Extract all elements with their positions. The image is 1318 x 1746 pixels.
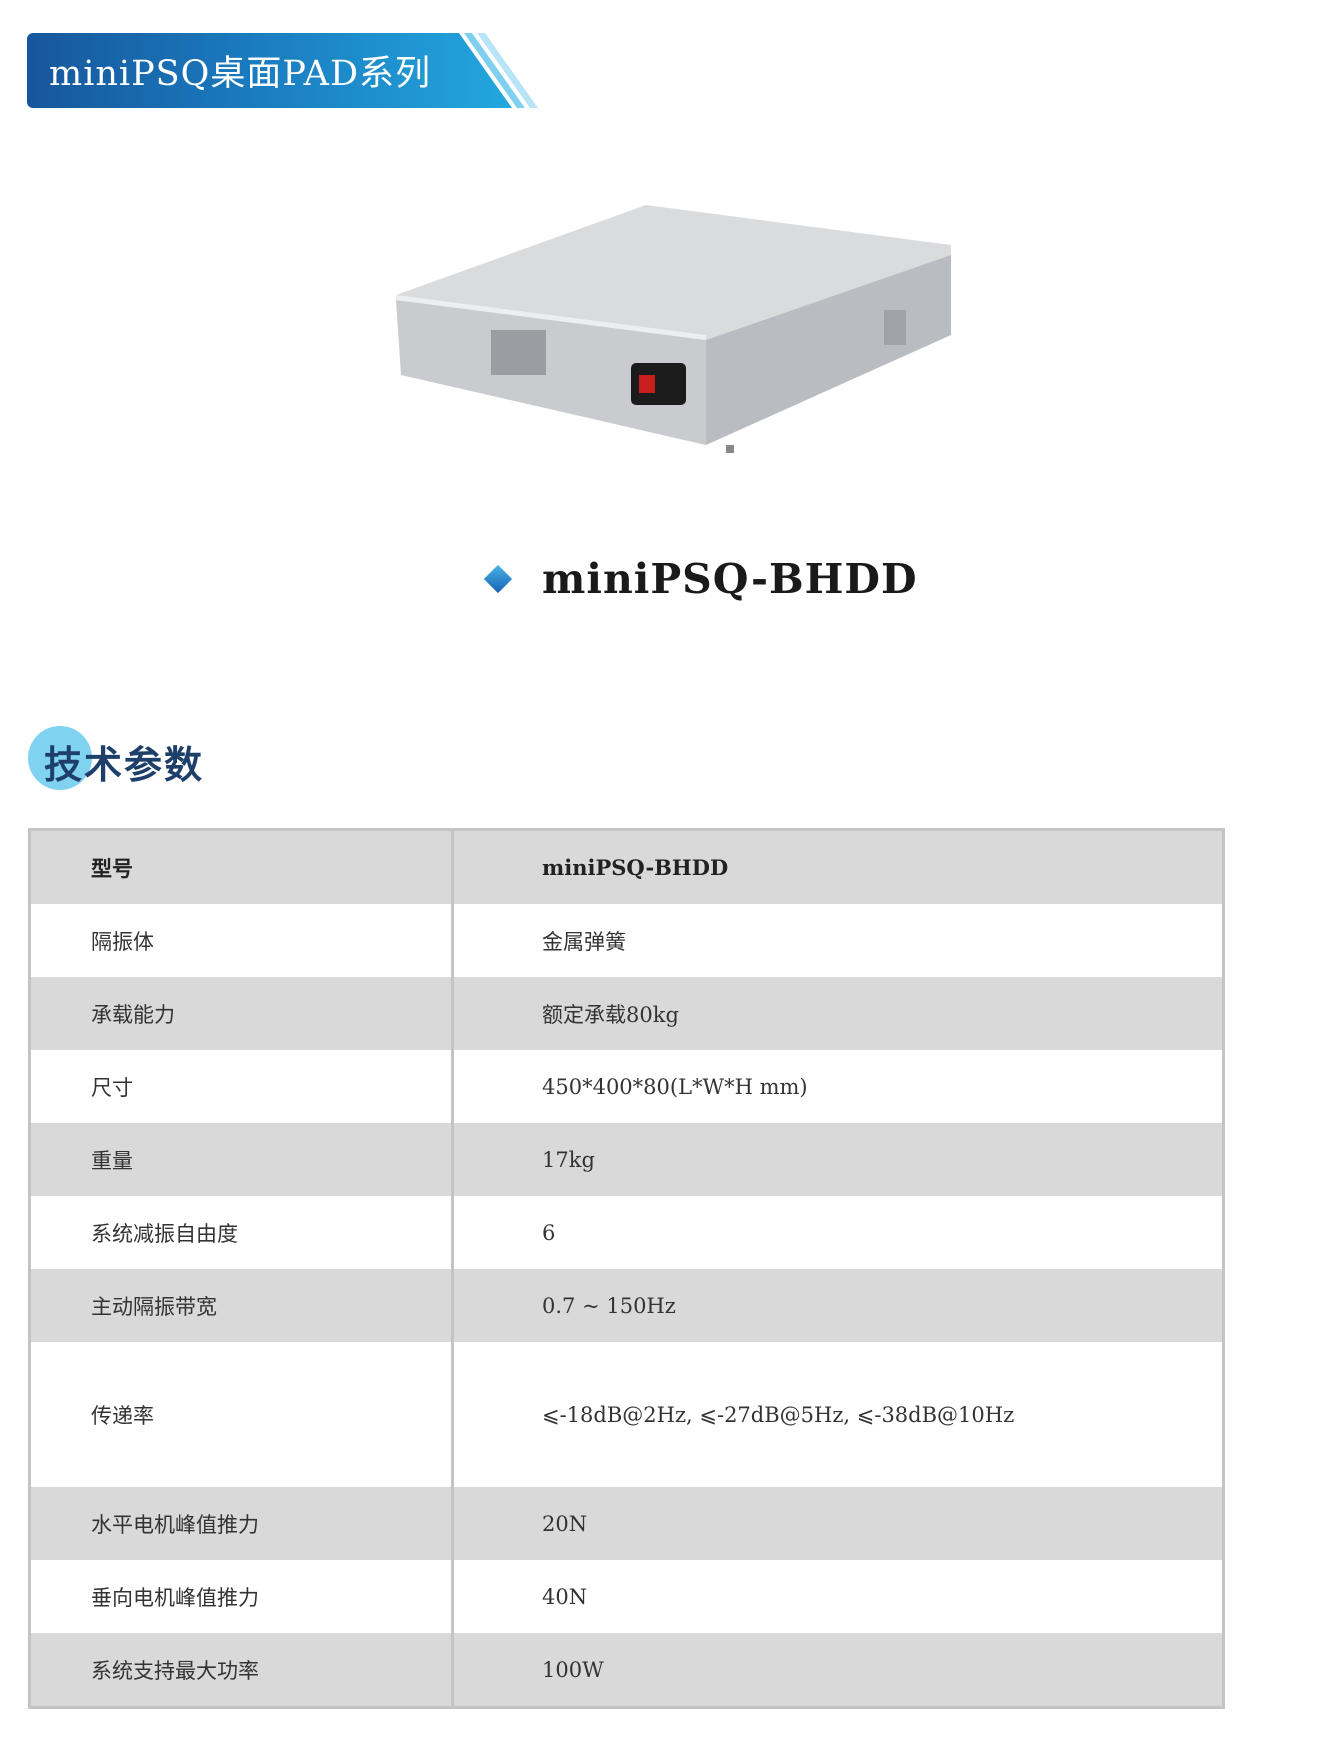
series-banner: miniPSQ桌面PAD系列 <box>27 33 538 108</box>
table-row: 系统减振自由度 6 <box>29 1196 1224 1269</box>
spec-label: 重量 <box>29 1123 454 1196</box>
table-row: 重量 17kg <box>29 1123 1224 1196</box>
table-row: 主动隔振带宽 0.7 ~ 150Hz <box>29 1269 1224 1342</box>
spec-value: 17kg <box>542 1147 595 1172</box>
banner-stripes-icon <box>464 33 538 108</box>
heading-circle-icon <box>28 726 92 790</box>
table-row: 隔振体 金属弹簧 <box>29 904 1224 977</box>
spec-label: 隔振体 <box>29 904 454 977</box>
spec-value: 20N <box>542 1511 588 1536</box>
model-name: miniPSQ-BHDD <box>542 555 918 603</box>
table-row: 水平电机峰值推力 20N <box>29 1487 1224 1560</box>
banner-title: miniPSQ桌面PAD系列 <box>49 54 432 94</box>
section-title: 技术参数 <box>44 742 205 787</box>
spec-table: 型号 miniPSQ-BHDD 隔振体 金属弹簧 承载能力 额定承载80kg 尺寸 45… <box>28 828 1225 1709</box>
table-row: 承载能力 额定承载80kg <box>29 977 1224 1050</box>
banner-background <box>27 33 512 108</box>
table-row: 传递率 ⩽-18dB@2Hz, ⩽-27dB@5Hz, ⩽-38dB@10Hz <box>29 1342 1224 1487</box>
table-row: 尺寸 450*400*80(L*W*H mm) <box>29 1050 1224 1123</box>
table-row: 系统支持最大功率 100W <box>29 1633 1224 1708</box>
spec-label: 型号 <box>29 829 454 904</box>
spec-label: 尺寸 <box>29 1050 454 1123</box>
spec-value: 金属弹簧 <box>542 929 626 954</box>
diamond-bullet-icon <box>483 564 513 594</box>
spec-value: 0.7 ~ 150Hz <box>542 1293 676 1318</box>
spec-value: ⩽-18dB@2Hz, ⩽-27dB@5Hz, ⩽-38dB@10Hz <box>542 1402 1015 1427</box>
spec-value: 100W <box>542 1657 604 1682</box>
model-heading: miniPSQ-BHDD <box>483 555 918 603</box>
spec-value: 6 <box>542 1220 556 1245</box>
spec-value: 450*400*80(L*W*H mm) <box>542 1074 808 1099</box>
spec-value: 额定承载80kg <box>542 1002 679 1027</box>
spec-label: 承载能力 <box>29 977 454 1050</box>
table-row: 型号 miniPSQ-BHDD <box>29 829 1224 904</box>
spec-value: miniPSQ-BHDD <box>542 855 729 880</box>
spec-label: 水平电机峰值推力 <box>29 1487 454 1560</box>
product-image <box>396 205 951 453</box>
spec-label: 系统支持最大功率 <box>29 1633 454 1708</box>
spec-label: 传递率 <box>29 1342 454 1487</box>
table-row: 垂向电机峰值推力 40N <box>29 1560 1224 1633</box>
spec-label: 垂向电机峰值推力 <box>29 1560 454 1633</box>
spec-value: 40N <box>542 1584 588 1609</box>
spec-label: 系统减振自由度 <box>29 1196 454 1269</box>
spec-label: 主动隔振带宽 <box>29 1269 454 1342</box>
